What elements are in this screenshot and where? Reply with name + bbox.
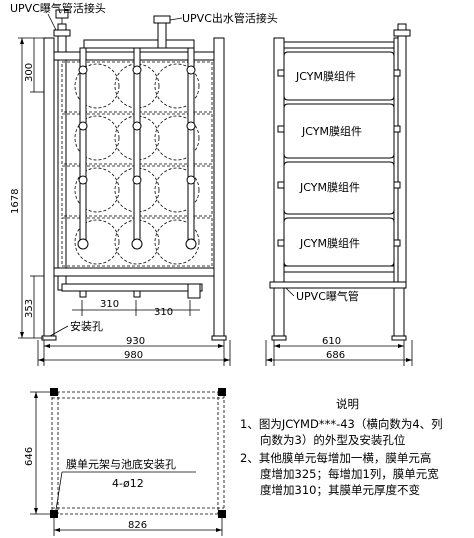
dim-353: 353 [24,299,35,318]
side-dimensions: 610 686 [265,336,413,366]
dim-646: 646 [24,447,35,466]
notes-line-1: 1、图为JCYMD***-43（横向数为4、列 [240,417,443,431]
dim-826: 826 [128,520,147,531]
plan-view: 膜单元架与池底安装孔 4-ø12 646 826 [24,388,226,536]
notes-line-5: 度增加310；其膜单元厚度不变 [260,483,420,497]
module-label-3: JCYM膜组件 [299,180,360,194]
side-modules [277,51,401,267]
dim-686: 686 [326,350,345,361]
module-label-1: JCYM膜组件 [295,69,356,83]
dim-310-a: 310 [100,299,119,310]
notes-line-3: 2、其他膜单元每增加一横，膜单元高 [240,451,431,465]
module-label-2: JCYM膜组件 [301,124,362,138]
frame-holes-label: 膜单元架与池底安装孔 [66,457,176,471]
aeration-union-cap-icon [55,9,69,19]
dim-310-b: 310 [154,307,173,318]
dim-1678: 1678 [10,189,21,214]
notes-line-4: 度增加325；每增加1列，膜单元宽 [260,467,439,481]
front-view [41,9,227,341]
corner-hole-icon-bl [50,510,58,518]
module-label-4: JCYM膜组件 [299,236,360,250]
hole-spec-label: 4-ø12 [112,477,144,490]
dim-930: 930 [126,336,145,347]
aeration-union-icon [53,29,71,37]
corner-hole-icon-br [218,510,226,518]
front-left-post [43,37,55,339]
front-dimensions: 1678 300 353 310 310 930 980 [10,37,231,366]
aeration-pipe-label: UPVC曝气管 [296,289,359,303]
front-right-post [213,37,225,339]
outlet-union-label: UPVC出水管活接头 [182,11,278,25]
side-bottom-aeration-pipe [269,281,407,289]
corner-hole-icon-tl [50,388,58,396]
dim-300: 300 [24,63,35,82]
notes-block: 说明 1、图为JCYMD***-43（横向数为4、列 向数为3）的外型及安装孔位… [240,397,443,497]
corner-hole-icon-tr [218,388,226,396]
install-hole-label: 安装孔 [70,319,103,333]
outlet-union-icon [153,15,171,24]
side-aeration-riser [397,23,407,287]
dim-980: 980 [124,350,143,361]
front-bottom-aeration-pipe [61,283,203,292]
front-bottom-crossbar [53,267,215,277]
dim-610: 610 [322,336,341,347]
aeration-union-label: UPVC曝气管活接头 [10,1,106,15]
side-view: JCYM膜组件 JCYM膜组件 JCYM膜组件 JCYM膜组件 [269,23,411,341]
plan-outline [51,391,225,515]
front-outlet-pipes [77,47,197,250]
notes-title: 说明 [336,397,359,411]
outlet-manifold [83,39,195,49]
outlet-riser [157,21,167,49]
notes-line-2: 向数为3）的外型及安装孔位 [260,433,405,447]
